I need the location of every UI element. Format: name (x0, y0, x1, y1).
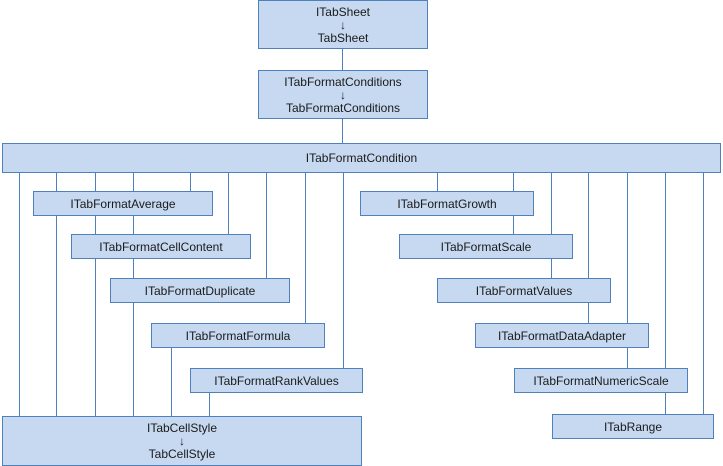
node-tab-sheet-implementation: TabSheet (317, 30, 369, 45)
node-tab-sheet-interface: ITabSheet (315, 4, 371, 19)
node-tab-format-rank-values[interactable]: ITabFormatRankValues (190, 368, 363, 393)
node-tab-format-values[interactable]: ITabFormatValues (437, 278, 611, 303)
node-tab-format-rank-values-label: ITabFormatRankValues (214, 373, 339, 388)
connector-drop-12 (551, 172, 552, 280)
connector-formula-to-cellstyle (171, 347, 172, 417)
node-tab-format-formula-label: ITabFormatFormula (185, 328, 291, 343)
connector-drop-9 (343, 172, 344, 369)
node-tab-range-label: ITabRange (603, 419, 663, 434)
connector-conditions-to-condition (342, 118, 343, 144)
connector-drop-1 (19, 172, 20, 417)
node-tab-format-numeric-scale-label: ITabFormatNumericScale (533, 373, 669, 388)
node-tab-format-conditions[interactable]: ITabFormatConditions ↓ TabFormatConditio… (258, 70, 428, 119)
node-tab-format-values-label: ITabFormatValues (475, 283, 573, 298)
node-tab-format-duplicate-label: ITabFormatDuplicate (144, 283, 256, 298)
node-tab-format-data-adapter[interactable]: ITabFormatDataAdapter (475, 323, 649, 348)
node-tab-format-condition-label: ITabFormatCondition (305, 151, 418, 165)
connector-average-to-cellstyle (56, 215, 57, 417)
connector-rankvalues-to-cellstyle (209, 392, 210, 417)
node-tab-format-growth[interactable]: ITabFormatGrowth (360, 191, 534, 216)
connector-duplicate-to-cellstyle (133, 302, 134, 417)
node-tab-format-conditions-interface: ITabFormatConditions (284, 74, 402, 89)
node-tab-format-conditions-implementation: TabFormatConditions (285, 100, 401, 115)
connector-tabsheet-to-conditions (342, 48, 343, 70)
node-tab-cell-style-implementation: TabCellStyle (148, 447, 216, 461)
connector-numericscale-to-range (703, 392, 704, 415)
connector-drop-13 (588, 172, 589, 324)
node-tab-format-growth-label: ITabFormatGrowth (397, 196, 497, 211)
node-tab-format-average-label: ITabFormatAverage (70, 196, 176, 211)
node-tab-format-numeric-scale[interactable]: ITabFormatNumericScale (514, 368, 688, 393)
connector-drop-15 (665, 172, 666, 414)
down-arrow-icon: ↓ (340, 87, 346, 102)
node-tab-format-average[interactable]: ITabFormatAverage (33, 191, 213, 216)
node-tab-format-duplicate[interactable]: ITabFormatDuplicate (110, 278, 290, 303)
node-tab-format-scale[interactable]: ITabFormatScale (399, 234, 573, 259)
connector-drop-5 (190, 172, 191, 192)
node-tab-format-cell-content[interactable]: ITabFormatCellContent (71, 234, 251, 259)
node-tab-range[interactable]: ITabRange (552, 414, 714, 439)
down-arrow-icon: ↓ (179, 434, 185, 448)
connector-drop-14 (627, 172, 628, 369)
node-tab-format-data-adapter-label: ITabFormatDataAdapter (497, 328, 627, 343)
node-tab-cell-style-interface: ITabCellStyle (146, 421, 218, 435)
connector-drop-8 (305, 172, 306, 324)
node-tab-sheet[interactable]: ITabSheet ↓ TabSheet (258, 0, 428, 49)
connector-drop-16 (703, 172, 704, 417)
node-tab-format-condition[interactable]: ITabFormatCondition (2, 143, 721, 173)
node-tab-cell-style[interactable]: ITabCellStyle ↓ TabCellStyle (2, 416, 362, 466)
connector-drop-10 (437, 172, 438, 192)
connector-cellcontent-to-cellstyle (95, 258, 96, 417)
node-tab-format-scale-label: ITabFormatScale (440, 239, 532, 254)
connector-drop-7 (266, 172, 267, 280)
connector-drop-6 (228, 172, 229, 236)
node-tab-format-formula[interactable]: ITabFormatFormula (151, 323, 325, 348)
node-tab-format-cell-content-label: ITabFormatCellContent (99, 239, 223, 254)
down-arrow-icon: ↓ (340, 17, 346, 32)
